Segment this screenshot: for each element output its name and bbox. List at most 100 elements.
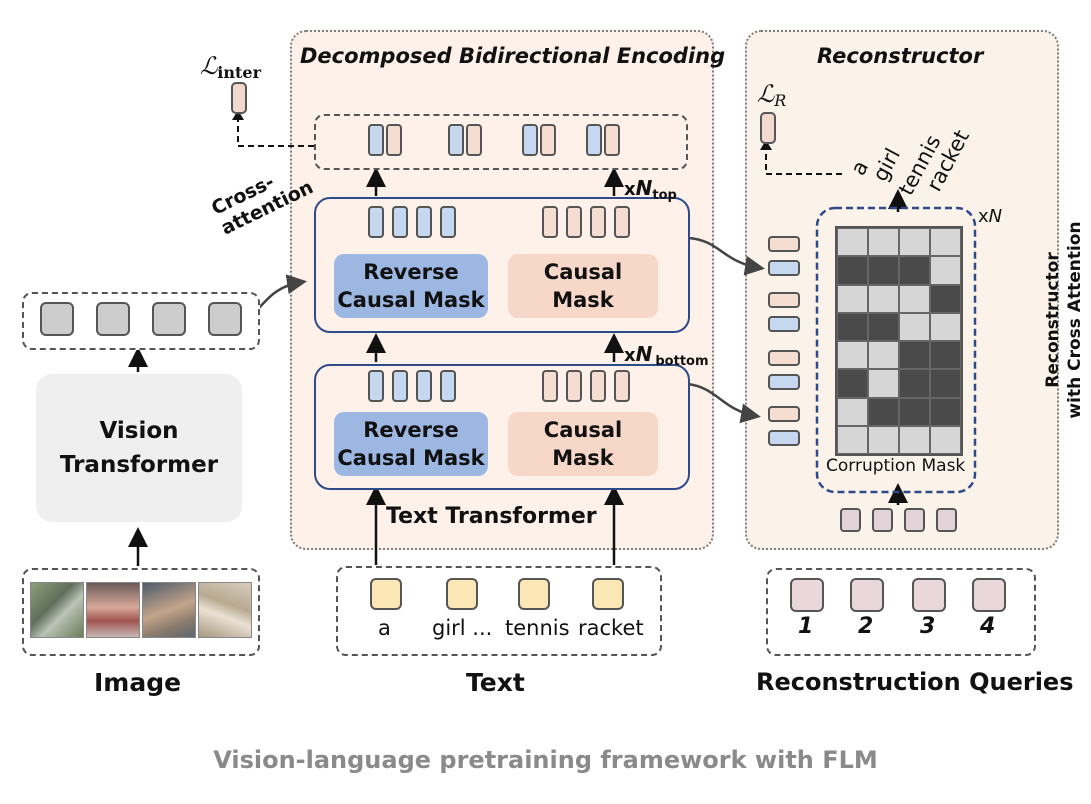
text-token-label-3: tennis [505, 616, 570, 640]
top-causal-mask: Causal Mask [508, 254, 658, 318]
vision-feature-3 [152, 302, 186, 336]
vision-feature-4 [208, 302, 242, 336]
reconstruction-queries-label: Reconstruction Queries [756, 668, 1074, 696]
mask-cell [868, 228, 899, 257]
mask-cell [837, 397, 868, 426]
bottom-layer-token-pink-2 [566, 370, 582, 402]
recon-small-query-1 [840, 508, 861, 532]
top-reverse-causal-mask: Reverse Causal Mask [334, 254, 488, 318]
recon-multiplier: xN [978, 206, 1002, 227]
bottom-causal-mask: Causal Mask [508, 412, 658, 476]
mask-cell [868, 369, 899, 398]
query-label-4: 4 [980, 614, 996, 639]
loss-inter-script: ℒ [200, 52, 218, 80]
recon-small-query-3 [904, 508, 925, 532]
bottom-layer-token-blue-1 [368, 370, 384, 402]
vision-transformer-label: Vision Transformer [59, 418, 219, 478]
query-3 [912, 578, 946, 612]
recon-side-token-5 [768, 350, 800, 366]
mask-cell [868, 425, 899, 454]
bottom-mult-sub: bottom [655, 354, 709, 369]
recon-side-token-7 [768, 406, 800, 422]
text-token-label-2: girl ... [432, 616, 493, 640]
vision-feature-2 [96, 302, 130, 336]
top-layer-token-blue-2 [392, 206, 408, 238]
loss-inter-token [231, 82, 247, 114]
recon-side-token-8 [768, 430, 800, 446]
recon-side-token-2 [768, 260, 800, 276]
image-thumbnail-3 [142, 582, 196, 638]
bottom-mult-n: N [635, 342, 653, 366]
mask-cell [930, 256, 961, 285]
loss-inter-label: ℒinter [200, 52, 261, 82]
top-layer-token-blue-3 [416, 206, 432, 238]
recon-small-query-4 [936, 508, 957, 532]
output-token-pink-2 [466, 124, 482, 156]
reconstructor-side-label: Reconstructor with Cross Attention [1043, 221, 1085, 419]
mask-cell [837, 425, 868, 454]
vision-feature-1 [40, 302, 74, 336]
loss-inter-sub: inter [217, 63, 262, 82]
bottom-layer-token-pink-4 [614, 370, 630, 402]
text-transformer-label: Text Transformer [386, 504, 597, 529]
image-thumbnail-4 [198, 582, 252, 638]
mask-cell [868, 312, 899, 341]
mask-cell [899, 341, 930, 370]
corruption-mask-label: Corruption Mask [826, 456, 966, 476]
mask-cell [899, 256, 930, 285]
recon-small-query-2 [872, 508, 893, 532]
mask-cell [930, 397, 961, 426]
query-2 [850, 578, 884, 612]
encoding-panel-title: Decomposed Bidirectional Encoding [300, 44, 726, 68]
corruption-mask-grid [835, 226, 963, 456]
top-layer-token-pink-2 [566, 206, 582, 238]
image-thumbnail-2 [86, 582, 140, 638]
top-mult-sub: top [652, 188, 677, 203]
mask-cell [899, 284, 930, 313]
mask-cell [868, 284, 899, 313]
mask-cell [899, 397, 930, 426]
output-token-pink-1 [386, 124, 402, 156]
loss-r-token [760, 112, 776, 144]
mask-cell [899, 425, 930, 454]
top-layer-token-pink-4 [614, 206, 630, 238]
output-token-blue-1 [368, 124, 384, 156]
recon-side-token-6 [768, 374, 800, 390]
top-layer-token-pink-1 [542, 206, 558, 238]
mask-cell [899, 228, 930, 257]
recon-side-token-1 [768, 236, 800, 252]
output-token-blue-4 [586, 124, 602, 156]
text-token-2 [446, 578, 478, 610]
recon-side-token-4 [768, 316, 800, 332]
top-layer-token-blue-4 [440, 206, 456, 238]
loss-r-sub: R [774, 91, 787, 110]
bottom-layer-token-blue-4 [440, 370, 456, 402]
bottom-layer-token-blue-3 [416, 370, 432, 402]
text-token-4 [592, 578, 624, 610]
loss-r-script: ℒ [757, 80, 775, 108]
query-label-3: 3 [920, 614, 936, 639]
top-layer-token-pink-3 [590, 206, 606, 238]
image-thumbnail-1 [30, 582, 84, 638]
text-token-3 [518, 578, 550, 610]
text-token-1 [370, 578, 402, 610]
mask-cell [868, 256, 899, 285]
output-token-blue-3 [522, 124, 538, 156]
mask-cell [837, 228, 868, 257]
bottom-layer-token-pink-3 [590, 370, 606, 402]
output-token-blue-2 [448, 124, 464, 156]
recon-side-token-3 [768, 292, 800, 308]
top-layer-multiplier: xNtop [624, 176, 677, 203]
mask-cell [868, 397, 899, 426]
mask-cell [837, 312, 868, 341]
mask-cell [868, 341, 899, 370]
recon-mult-x: x [978, 206, 989, 227]
bottom-layer-token-pink-1 [542, 370, 558, 402]
text-label: Text [466, 668, 525, 697]
mask-cell [837, 284, 868, 313]
bottom-reverse-causal-mask: Reverse Causal Mask [334, 412, 488, 476]
mask-cell [899, 312, 930, 341]
recon-mult-n: N [988, 206, 1003, 227]
mask-cell [930, 341, 961, 370]
